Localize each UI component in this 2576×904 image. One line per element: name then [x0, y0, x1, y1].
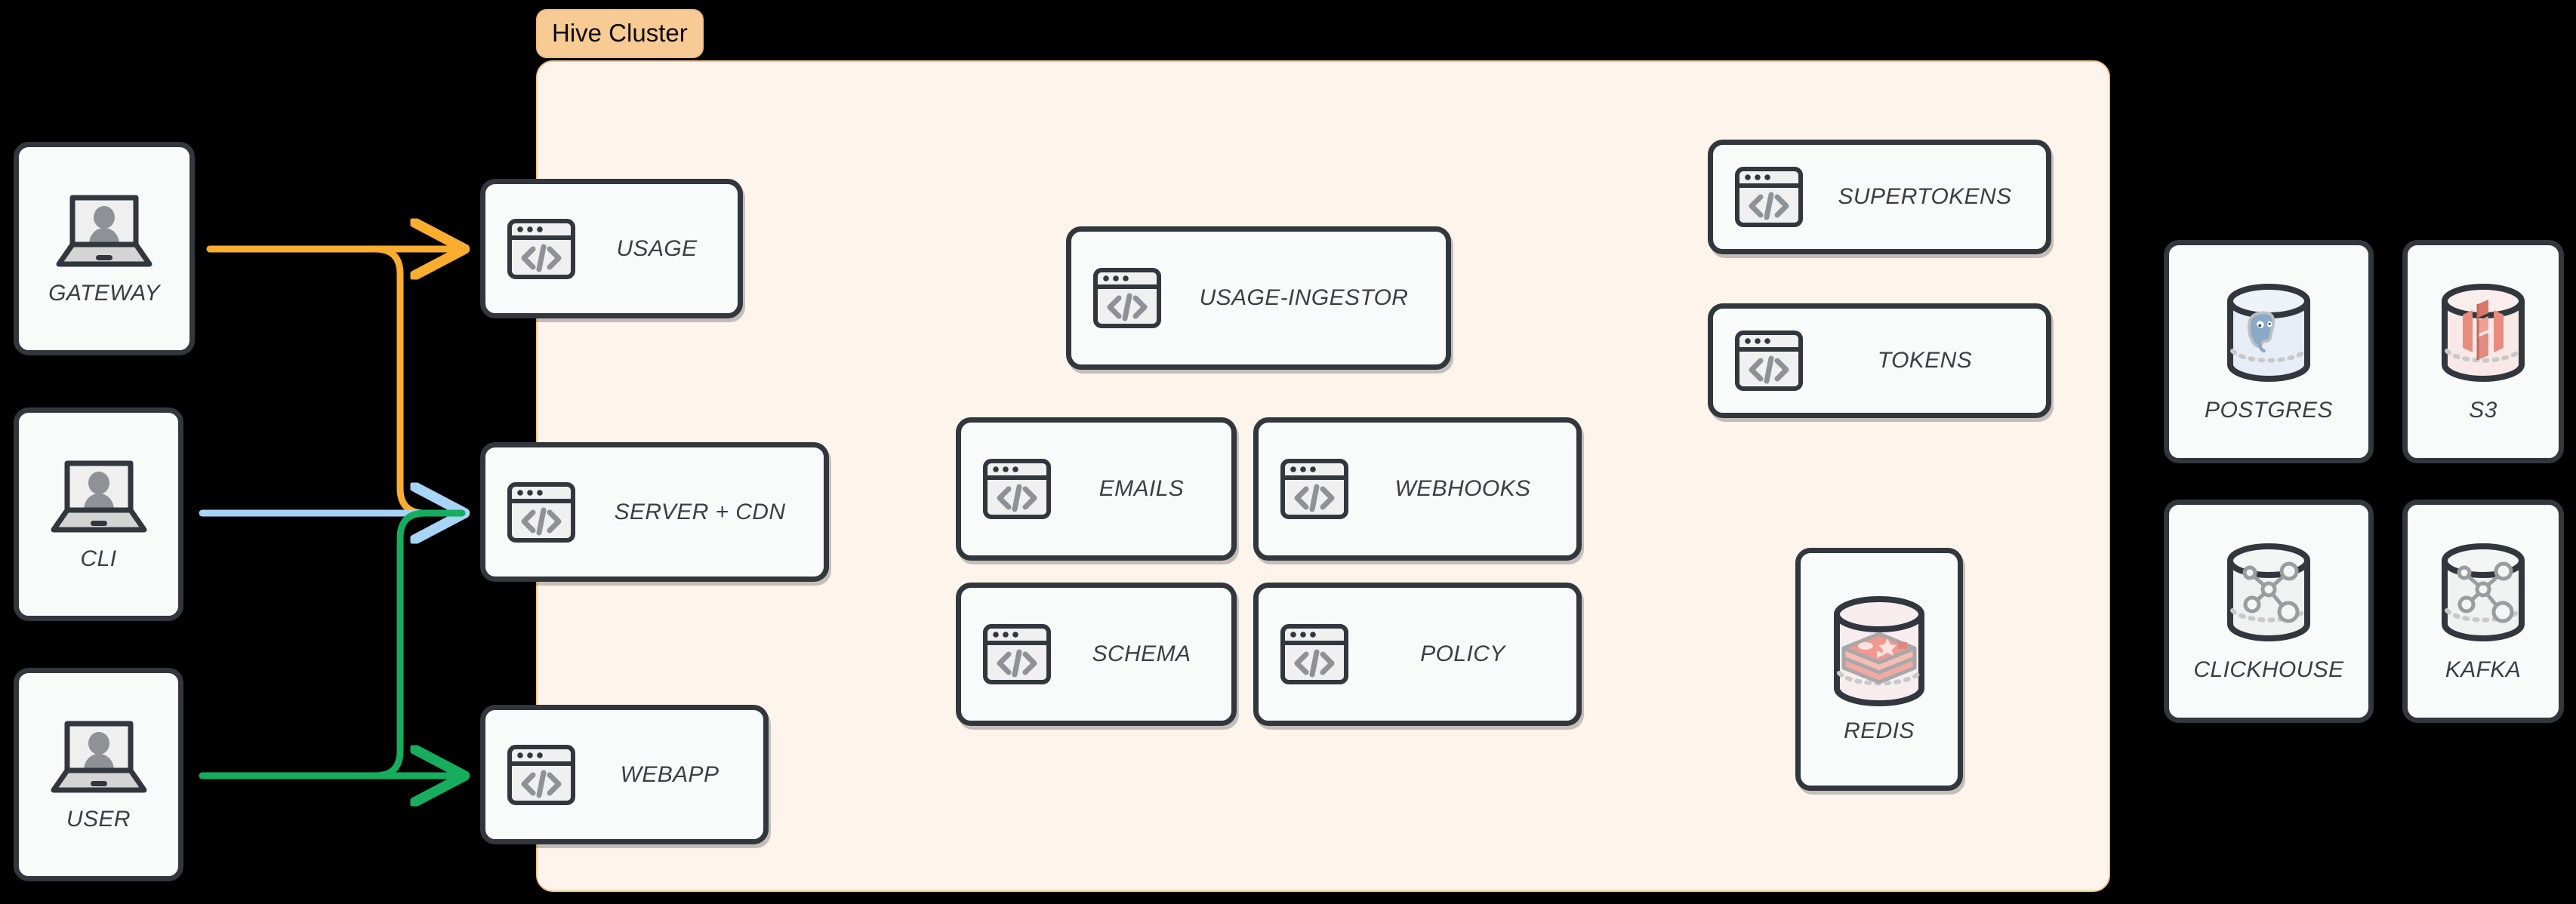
node-schema-label: SCHEMA: [1092, 641, 1191, 666]
code-window-icon: [1734, 162, 1804, 232]
code-window-icon: [1734, 326, 1804, 395]
graph-cylinder-icon: [2430, 540, 2537, 647]
code-window-icon: [1280, 454, 1349, 524]
node-clickhouse[interactable]: CLICKHOUSE: [2164, 500, 2374, 723]
code-window-icon: [1280, 620, 1349, 689]
hive-cluster-label: Hive Cluster: [536, 9, 704, 58]
node-usage-ingestor-label: USAGE-INGESTOR: [1199, 285, 1409, 310]
code-window-icon: [982, 454, 1052, 524]
code-window-icon: [1092, 263, 1162, 333]
laptop-user-icon: [48, 718, 150, 796]
node-clickhouse-label: CLICKHOUSE: [2193, 657, 2344, 682]
node-supertokens-label: SUPERTOKENS: [1838, 184, 2012, 209]
graph-cylinder-icon: [2215, 540, 2322, 647]
node-webapp-label: WEBAPP: [620, 761, 719, 787]
node-kafka-label: KAFKA: [2445, 657, 2522, 682]
node-s3[interactable]: S3: [2402, 240, 2564, 463]
node-usage-label: USAGE: [616, 235, 698, 261]
node-redis[interactable]: REDIS: [1795, 548, 1963, 791]
node-webhooks-label: WEBHOOKS: [1394, 476, 1531, 501]
node-webapp[interactable]: WEBAPP: [480, 705, 769, 844]
node-user-label: USER: [66, 806, 131, 832]
node-webhooks[interactable]: WEBHOOKS: [1253, 417, 1582, 561]
node-gateway-label: GATEWAY: [48, 280, 160, 306]
node-postgres[interactable]: POSTGRES: [2164, 240, 2374, 463]
node-user[interactable]: USER: [14, 668, 183, 881]
postgres-cylinder-icon: [2215, 280, 2322, 387]
node-tokens-label: TOKENS: [1877, 348, 1973, 373]
code-window-icon: [507, 740, 576, 810]
node-emails[interactable]: EMAILS: [956, 417, 1237, 561]
node-gateway[interactable]: GATEWAY: [14, 142, 195, 355]
node-schema[interactable]: SCHEMA: [956, 583, 1237, 726]
node-cli-label: CLI: [80, 546, 117, 571]
node-usage[interactable]: USAGE: [480, 179, 743, 318]
node-redis-label: REDIS: [1844, 718, 1915, 743]
node-s3-label: S3: [2469, 398, 2497, 423]
code-window-icon: [507, 214, 576, 284]
node-supertokens[interactable]: SUPERTOKENS: [1708, 140, 2051, 254]
flow-user-to-server-cdn: [199, 509, 466, 779]
node-kafka[interactable]: KAFKA: [2402, 500, 2564, 723]
code-window-icon: [982, 620, 1052, 689]
node-usage-ingestor[interactable]: USAGE-INGESTOR: [1066, 226, 1451, 370]
node-tokens[interactable]: TOKENS: [1708, 303, 2051, 418]
node-cli[interactable]: CLI: [14, 407, 183, 621]
laptop-user-icon: [53, 192, 156, 270]
node-server-cdn-label: SERVER + CDN: [614, 499, 786, 524]
s3-cylinder-icon: [2430, 280, 2537, 387]
node-policy-label: POLICY: [1420, 641, 1505, 666]
code-window-icon: [507, 478, 576, 547]
flow-gateway-to-server-cdn: [206, 245, 466, 517]
node-emails-label: EMAILS: [1098, 476, 1185, 501]
node-server-cdn[interactable]: SERVER + CDN: [480, 442, 829, 582]
node-postgres-label: POSTGRES: [2205, 398, 2333, 423]
node-policy[interactable]: POLICY: [1253, 583, 1582, 726]
redis-cylinder-icon: [1826, 595, 1933, 708]
laptop-user-icon: [48, 457, 150, 536]
